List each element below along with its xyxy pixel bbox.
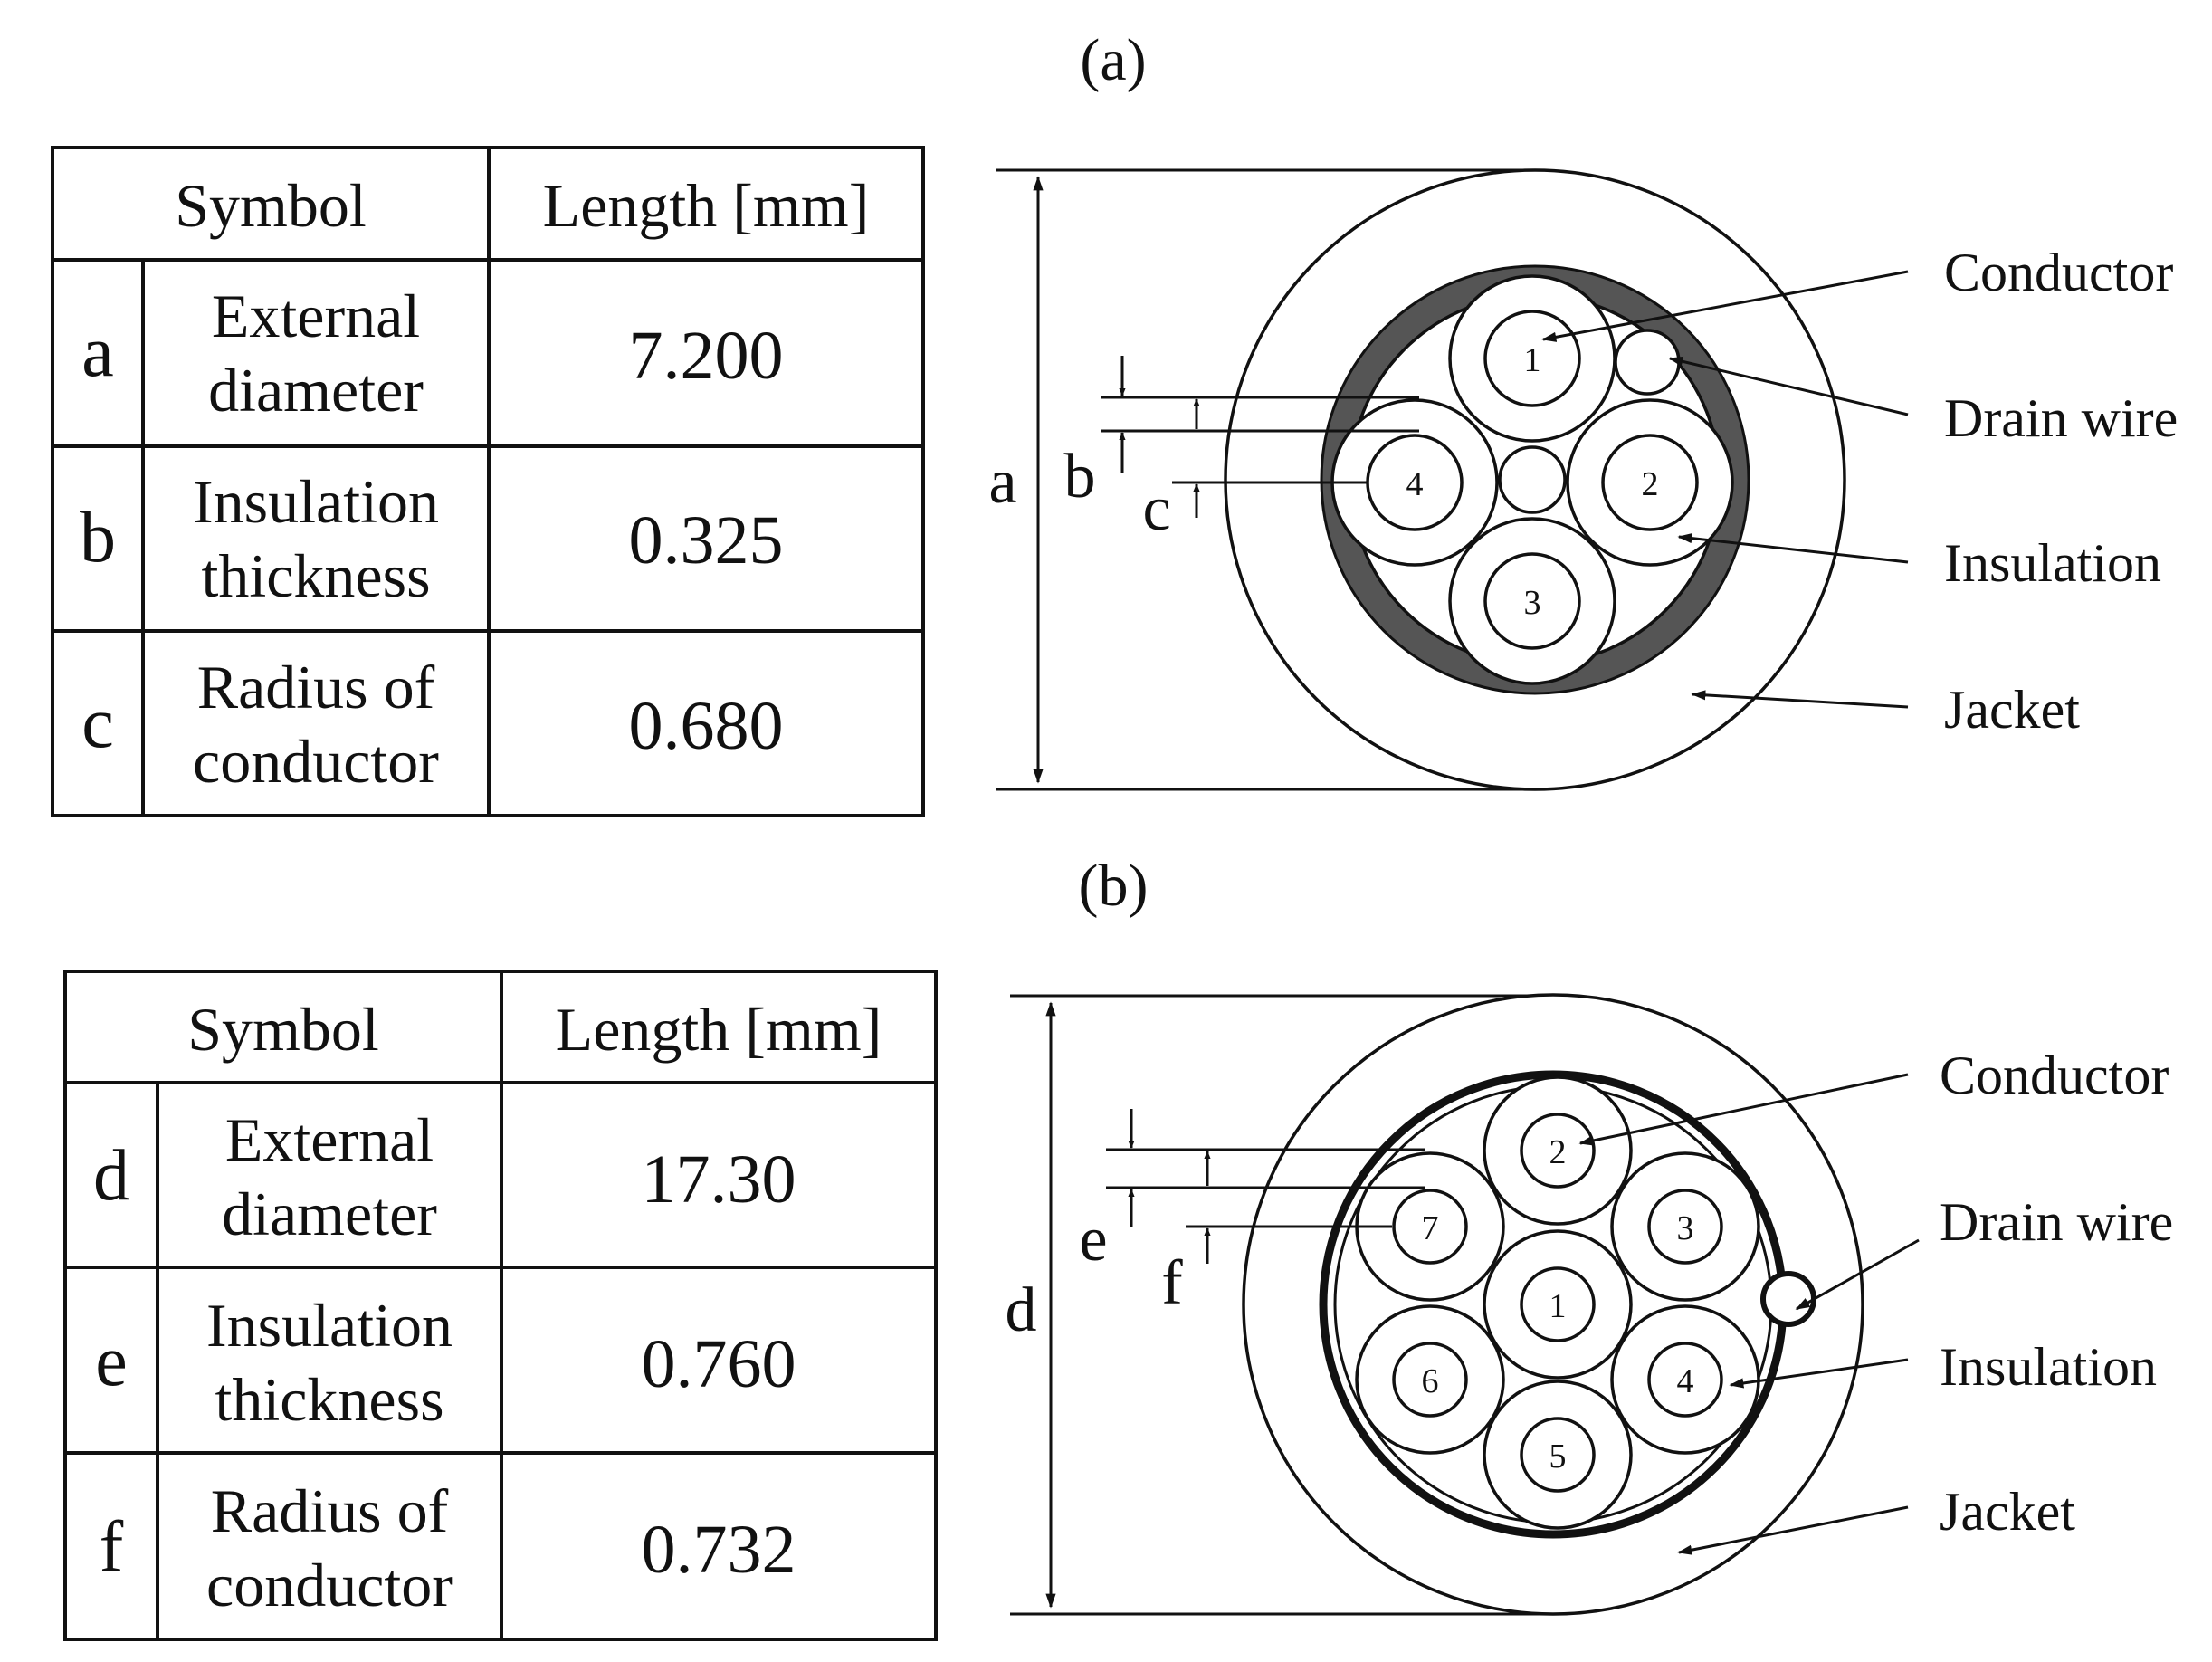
table-b-row2-value: 0.760 — [642, 1326, 796, 1402]
table-a-row3-value: 0.680 — [629, 688, 784, 764]
table-a-row3-name-line2: conductor — [193, 727, 439, 796]
table-b-row3-name-line1: Radius of — [211, 1476, 449, 1545]
table-a-row2-symbol: b — [80, 498, 116, 578]
wire-2-conductor — [1601, 434, 1699, 531]
dimension-d-label: d — [1006, 1275, 1037, 1345]
table-a: Symbol Length [mm] a External diameter 7… — [51, 146, 925, 817]
dimension-f-label: f — [1161, 1248, 1183, 1318]
wire-number-1: 1 — [1524, 341, 1541, 379]
wire-number-4: 4 — [1677, 1362, 1694, 1400]
callout-drain-wire-b: Drain wire — [1940, 1192, 2173, 1252]
wire-4-conductor — [1647, 1342, 1723, 1418]
table-b-row2-symbol: e — [95, 1322, 128, 1401]
wire-number-7: 7 — [1422, 1209, 1439, 1247]
table-a-row3-symbol: c — [81, 683, 114, 763]
table-a-row1-name-line2: diameter — [208, 356, 424, 425]
table-b-row1-name-line1: External — [225, 1105, 434, 1174]
table-b-row2-name-line1: Insulation — [206, 1291, 453, 1360]
drain-wire — [1614, 329, 1681, 396]
table-b-row1-value: 17.30 — [642, 1141, 796, 1218]
callout-conductor-a: Conductor — [1944, 243, 2173, 302]
filler — [1498, 445, 1567, 514]
callout-insulation-a: Insulation — [1944, 533, 2161, 593]
table-a-row3-name-line1: Radius of — [197, 653, 435, 721]
table-a-row2-name-line2: thickness — [201, 541, 430, 610]
callout-conductor-b: Conductor — [1940, 1046, 2169, 1105]
wire-3-conductor — [1483, 552, 1581, 650]
drain-wire — [1760, 1271, 1816, 1327]
wire-number-6: 6 — [1422, 1362, 1439, 1400]
wire-number-1: 1 — [1549, 1287, 1567, 1325]
table-b-header-length: Length [mm] — [556, 995, 882, 1064]
callout-jacket-a: Jacket — [1944, 680, 2080, 740]
table-b-header-symbol: Symbol — [187, 995, 379, 1064]
dimension-a-label: a — [988, 447, 1016, 517]
table-b-row3-symbol: f — [100, 1507, 124, 1587]
table-a-header-symbol: Symbol — [175, 171, 367, 240]
wire-number-2: 2 — [1642, 465, 1659, 503]
table-b-row2-name-line2: thickness — [215, 1365, 443, 1434]
dimension-c-label: c — [1142, 474, 1170, 544]
wire-number-3: 3 — [1677, 1209, 1694, 1247]
wire-7-conductor — [1392, 1189, 1468, 1265]
cable-diagram-b: 1 2 3 4 5 6 7 d e f Conductor Drain wire… — [1006, 993, 2173, 1616]
wire-5-conductor — [1520, 1417, 1596, 1493]
table-b-row3-value: 0.732 — [642, 1512, 796, 1588]
table-b-row3-name-line2: conductor — [206, 1551, 453, 1619]
wire-number-2: 2 — [1549, 1133, 1567, 1171]
callout-jacket-b: Jacket — [1940, 1482, 2075, 1542]
wire-6-conductor — [1392, 1342, 1468, 1418]
dimension-b-label: b — [1064, 442, 1096, 511]
table-a-row2-value: 0.325 — [629, 502, 784, 578]
dimension-e-label: e — [1079, 1205, 1107, 1275]
table-a-row1-name-line1: External — [212, 282, 420, 350]
wire-number-3: 3 — [1524, 584, 1541, 622]
panel-a-label: (a) — [1080, 27, 1146, 93]
cable-diagram-a: 1 2 3 4 a b c Conductor Drain wire Insul… — [988, 168, 2178, 791]
wire-2-conductor — [1520, 1113, 1596, 1189]
wire-3-conductor — [1647, 1189, 1723, 1265]
table-a-row1-symbol: a — [81, 312, 114, 392]
panel-b-label: (b) — [1079, 853, 1149, 919]
table-a-row1-value: 7.200 — [629, 318, 784, 394]
callout-insulation-b: Insulation — [1940, 1337, 2157, 1397]
table-a-header-length: Length [mm] — [543, 171, 870, 240]
wire-number-5: 5 — [1549, 1438, 1567, 1476]
wire-number-4: 4 — [1406, 465, 1424, 503]
callout-drain-wire-a: Drain wire — [1944, 388, 2178, 448]
table-b-row1-symbol: d — [93, 1136, 129, 1216]
table-a-row2-name-line1: Insulation — [193, 467, 439, 536]
table-b-row1-name-line2: diameter — [222, 1180, 437, 1248]
wire-1-conductor — [1520, 1266, 1596, 1342]
table-b: Symbol Length [mm] d External diameter 1… — [63, 970, 938, 1641]
